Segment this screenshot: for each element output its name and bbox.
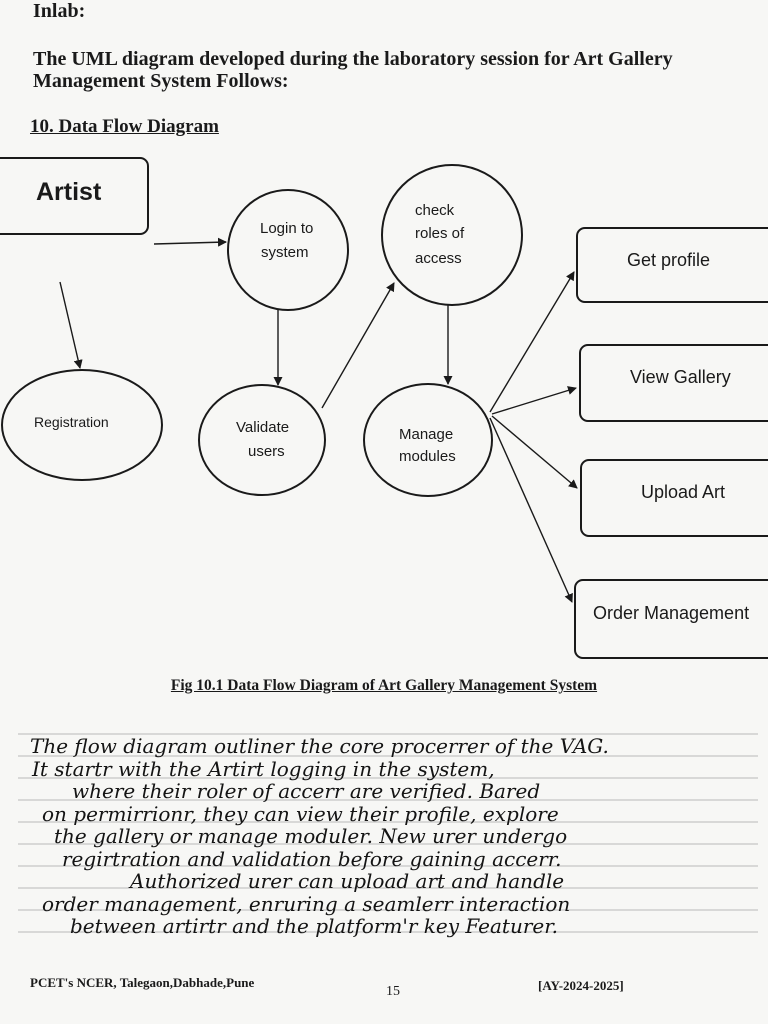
arrow-manage-upload <box>491 415 578 489</box>
login-node: Login to system <box>227 189 349 311</box>
validate-users-node: Validate users <box>198 384 326 496</box>
check-label-1: check <box>415 202 455 219</box>
handwriting-line: The flow diagram outliner the core proce… <box>30 734 609 758</box>
flow-arrows <box>59 237 578 603</box>
arrow-artist-login <box>153 237 227 247</box>
handwriting-line: regirtration and validation before gaini… <box>62 846 562 871</box>
validate-label-2: users <box>248 443 285 460</box>
handwriting-line: order management, enruring a seamlerr in… <box>42 891 571 916</box>
figure-caption: Fig 10.1 Data Flow Diagram of Art Galler… <box>170 677 598 694</box>
footer-institution: PCET's NCER, Talegaon,Dabhade,Pune <box>30 975 255 990</box>
artist-node: Artist <box>0 157 149 235</box>
artist-label: Artist <box>36 178 102 206</box>
arrow-validate-check <box>321 282 395 409</box>
data-flow-diagram: Artist Login to system check roles of ac… <box>0 157 768 659</box>
section-title: 10. Data Flow Diagram <box>30 116 219 137</box>
handwritten-description: The flow diagram outliner the core proce… <box>30 735 750 938</box>
get-profile-node: Get profile <box>576 227 768 303</box>
arrow-manage-gallery <box>491 386 577 415</box>
section-heading-inlab: Inlab: <box>33 0 86 22</box>
handwriting-line: It startr with the Artirt logging in the… <box>32 756 495 781</box>
get-profile-label: Get profile <box>627 250 710 270</box>
handwriting-line: the gallery or manage moduler. New urer … <box>54 824 568 848</box>
check-label-2: roles of <box>415 225 465 242</box>
registration-node: Registration <box>1 369 163 481</box>
footer-page-number: 15 <box>386 984 400 999</box>
check-label-3: access <box>415 250 462 267</box>
handwriting-line: on permirrionr, they can view their prof… <box>42 801 559 826</box>
arrow-artist-registration <box>59 281 83 369</box>
ruled-lines <box>18 733 758 933</box>
registration-label: Registration <box>34 414 109 430</box>
footer-academic-year: [AY-2024-2025] <box>538 978 624 993</box>
intro-paragraph: The UML diagram developed during the lab… <box>33 48 673 92</box>
handwriting-line: between artirtr and the platform'r key F… <box>70 914 558 938</box>
handwriting-line: Authorized urer can upload art and handl… <box>130 869 565 893</box>
view-gallery-label: View Gallery <box>630 367 731 387</box>
check-roles-node: check roles of access <box>381 164 523 306</box>
login-label-2: system <box>261 244 309 261</box>
view-gallery-node: View Gallery <box>579 344 768 422</box>
login-label-1: Login to <box>260 220 313 237</box>
order-management-node: Order Management <box>574 579 768 659</box>
upload-art-node: Upload Art <box>580 459 768 537</box>
manage-label-1: Manage <box>399 426 453 443</box>
manage-modules-node: Manage modules <box>363 383 493 497</box>
arrow-manage-order <box>489 417 573 603</box>
validate-label-1: Validate <box>236 419 289 436</box>
arrow-manage-profile <box>489 271 575 413</box>
upload-art-label: Upload Art <box>641 482 725 502</box>
handwriting-line: where their roler of accerr are verified… <box>72 779 541 803</box>
manage-label-2: modules <box>399 448 456 465</box>
order-management-label: Order Management <box>593 603 749 623</box>
